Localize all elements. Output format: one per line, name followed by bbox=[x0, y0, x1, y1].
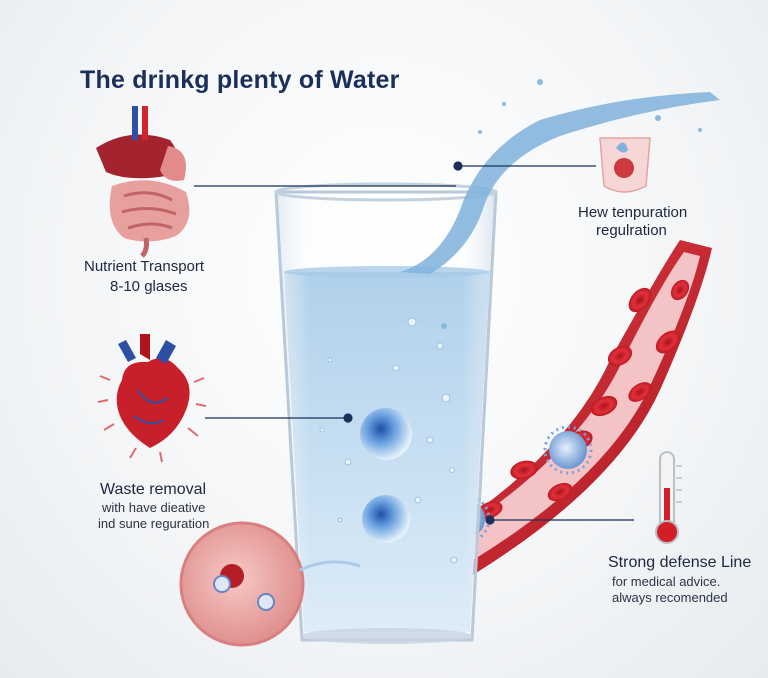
water-splash-drops bbox=[441, 79, 702, 329]
label-temperature: Hew tenpuration bbox=[578, 204, 688, 221]
label-defense-sub-2: always recomended bbox=[612, 590, 728, 605]
label-defense-sub-1: for medical advice. bbox=[612, 574, 721, 589]
cell-icon bbox=[179, 521, 361, 647]
heart-icon bbox=[97, 334, 207, 463]
label-defense-line: Strong defense Line bbox=[608, 554, 752, 571]
connector-lines bbox=[194, 161, 634, 525]
label-nutrient-transport: Nutrient Transport bbox=[84, 258, 205, 275]
water-molecule-orb bbox=[362, 495, 410, 543]
page-title: The drinkg plenty of Water bbox=[80, 66, 400, 94]
sweat-gland-icon bbox=[599, 137, 651, 193]
water-glass-icon bbox=[274, 182, 498, 644]
bubbles bbox=[319, 317, 458, 564]
digestive-organs-icon bbox=[96, 106, 190, 258]
label-waste-removal: Waste removal bbox=[100, 481, 207, 498]
label-waste-sub-1: with have dieative bbox=[102, 500, 206, 515]
label-nutrient-sub: 8-10 glases bbox=[110, 278, 188, 295]
thermometer-icon bbox=[655, 451, 682, 544]
label-temperature-sub: regulration bbox=[596, 222, 667, 239]
label-waste-sub-2: ind sune reguration bbox=[98, 516, 210, 531]
water-stream bbox=[400, 92, 720, 274]
water-molecule-orb bbox=[360, 408, 412, 460]
